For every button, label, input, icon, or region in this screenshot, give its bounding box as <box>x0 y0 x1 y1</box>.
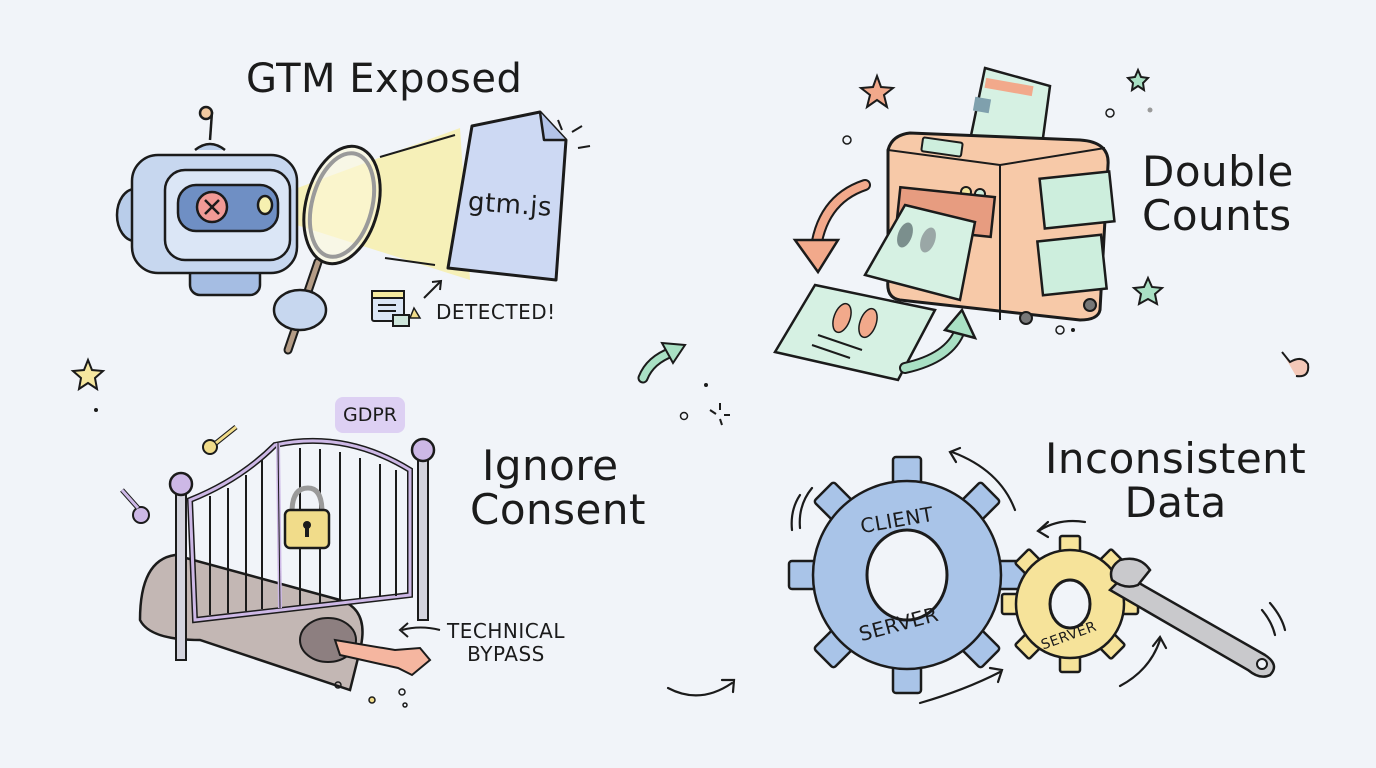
inconsistent-data-title: Inconsistent Data <box>1045 434 1307 528</box>
technical-bypass-line1: TECHNICAL <box>447 619 566 643</box>
gtm-exposed-title: GTM Exposed <box>246 56 523 102</box>
ignore-consent-title-line1: Ignore <box>482 441 619 490</box>
gdpr-badge: GDPR <box>335 397 405 433</box>
detected-status-label: DETECTED! <box>436 300 556 324</box>
technical-bypass-label: TECHNICAL BYPASS <box>447 620 565 666</box>
ignore-consent-title-line2: Consent <box>470 485 646 535</box>
technical-bypass-line2: BYPASS <box>467 642 545 666</box>
gdpr-badge-label: GDPR <box>342 404 397 426</box>
double-counts-title: Double Counts <box>1142 147 1294 241</box>
inconsistent-data-title-line2: Data <box>1124 478 1227 528</box>
ignore-consent-title: Ignore Consent <box>470 441 646 535</box>
double-counts-title-line1: Double <box>1142 147 1294 196</box>
inconsistent-data-title-line1: Inconsistent <box>1045 434 1307 483</box>
double-counts-title-line2: Counts <box>1142 191 1292 241</box>
